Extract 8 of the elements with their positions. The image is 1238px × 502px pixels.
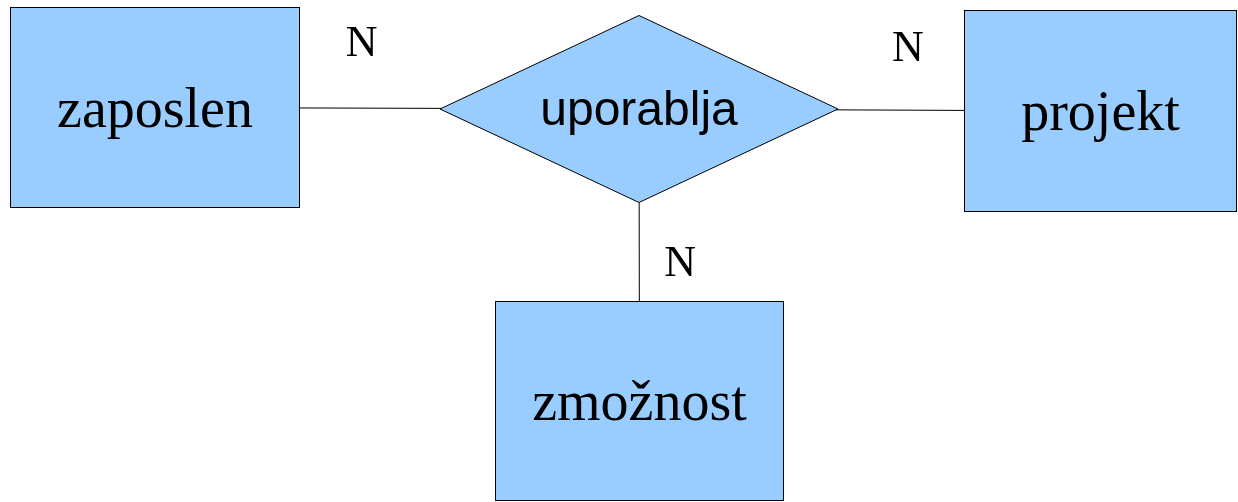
- entity-box: [10, 7, 300, 208]
- entity-box: [495, 301, 784, 501]
- entity-name: zmožnost: [532, 373, 747, 429]
- connector-line: [299, 107, 442, 109]
- relationship-name: uporablja: [540, 85, 738, 133]
- entity-box: [964, 10, 1237, 212]
- connector-line: [835, 109, 965, 111]
- connector-line: [638, 202, 640, 302]
